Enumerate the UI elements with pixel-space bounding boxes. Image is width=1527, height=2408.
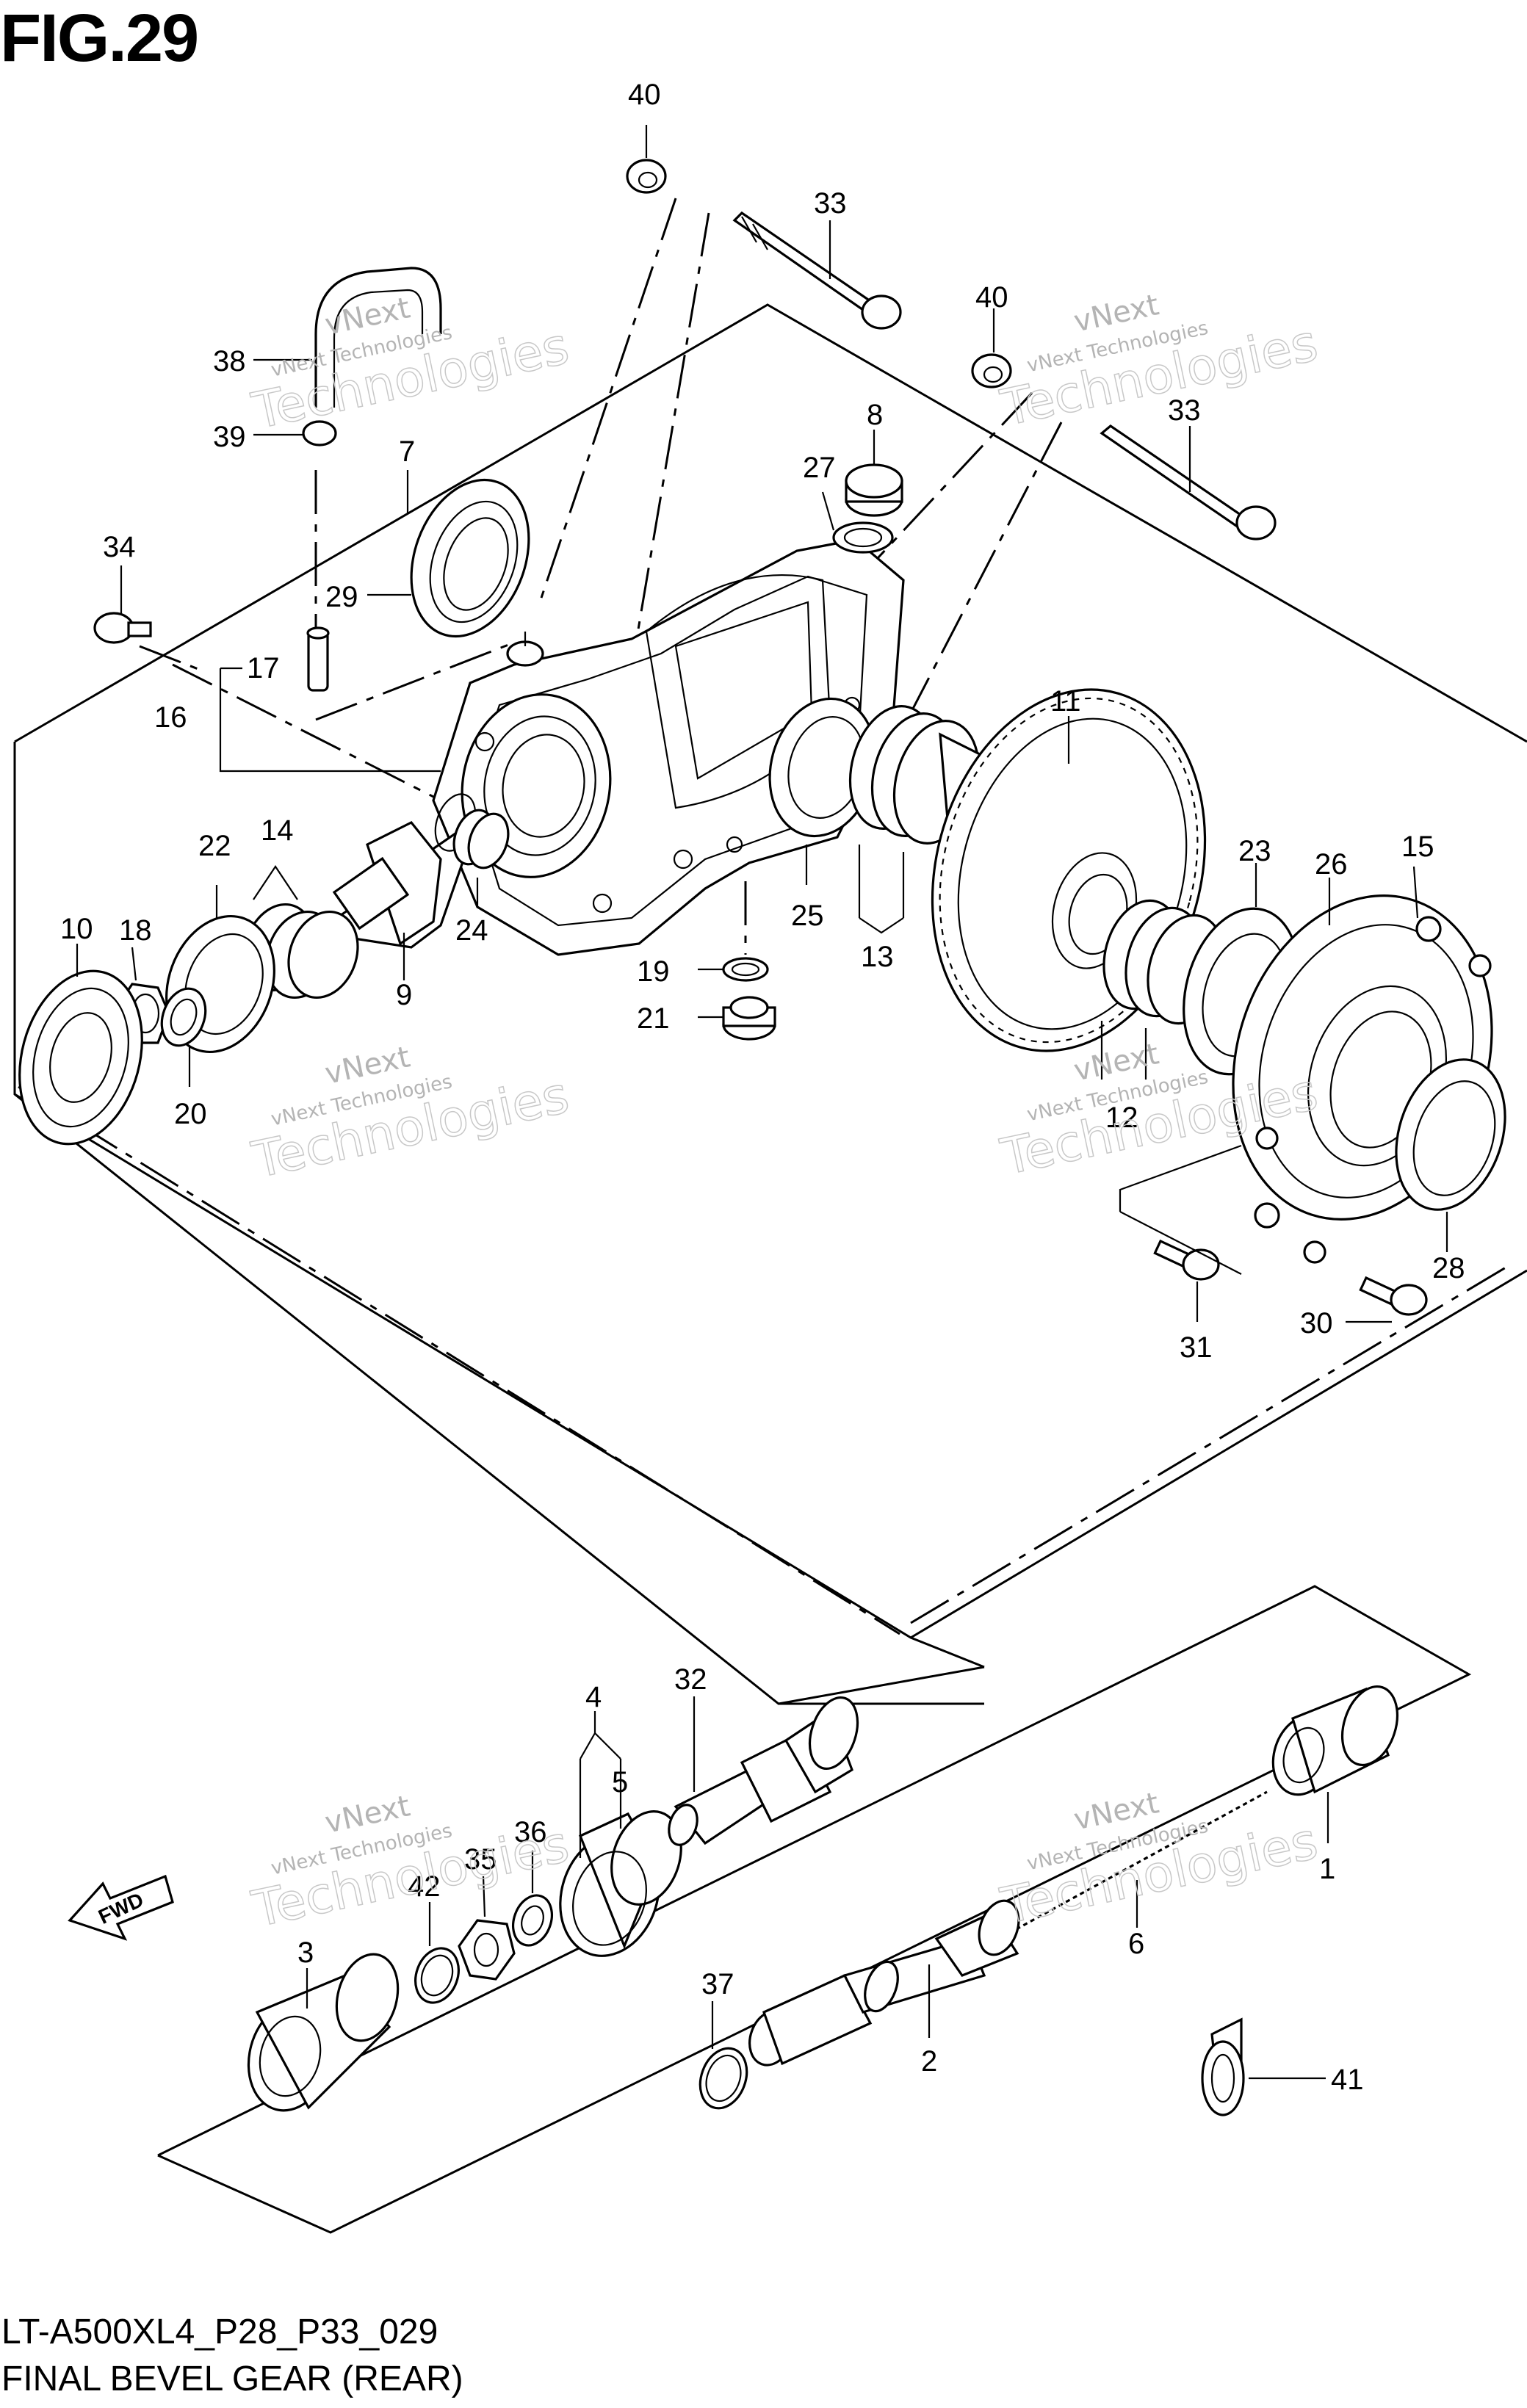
part-28-oil-seal (1395, 1058, 1506, 1252)
part-14-shims (243, 865, 359, 999)
part-2-shaft (748, 1899, 1020, 2067)
part-10-coupling (18, 944, 143, 1146)
part-27-gasket (821, 491, 894, 554)
part-24-bearing (467, 812, 510, 907)
gear-case-housing (432, 538, 905, 956)
callout-38: 38 (213, 345, 246, 377)
callout-39: 39 (213, 421, 246, 453)
callout-36: 36 (514, 1816, 547, 1848)
part-38-breather-hose (253, 267, 442, 408)
part-29-oil-seal (367, 470, 530, 638)
part-39-clip (253, 420, 337, 446)
callout-41: 41 (1331, 2064, 1364, 2096)
callout-10: 10 (60, 913, 93, 945)
callout-20: 20 (174, 1098, 207, 1130)
part-9-drive-pinion (312, 793, 495, 980)
figure-title: FIG.29 (0, 1, 199, 76)
callout-4: 4 (585, 1681, 602, 1713)
callout-34: 34 (103, 531, 136, 563)
callout-37: 37 (701, 1968, 734, 2000)
figure-code: LT-A500XL4_P28_P33_029 (1, 2313, 438, 2351)
callout-33a: 33 (814, 187, 847, 220)
callout-29: 29 (325, 581, 358, 613)
callout-35: 35 (464, 1843, 497, 1876)
callout-19: 19 (637, 955, 670, 988)
callout-3: 3 (297, 1937, 314, 1969)
part-8-filler-plug (845, 430, 903, 517)
part-40-nut-upper (626, 125, 667, 194)
part-32-spline-shaft (668, 1696, 859, 1846)
callout-28: 28 (1432, 1252, 1465, 1284)
part-37-o-ring (698, 2001, 748, 2110)
callout-32: 32 (674, 1663, 707, 1696)
part-1-sleeve (1271, 1685, 1398, 1843)
part-19-gasket (698, 957, 769, 982)
part-3-joint (247, 1953, 400, 2112)
callout-5: 5 (612, 1766, 628, 1798)
callout-22: 22 (198, 830, 231, 862)
watermark-6: vNext vNext Technologies Technologies (995, 1786, 1323, 1937)
callout-25: 25 (791, 900, 824, 932)
part-6-spring (997, 1789, 1268, 1942)
part-34-bolt (93, 565, 152, 644)
callout-23: 23 (1238, 835, 1271, 867)
callout-42: 42 (408, 1870, 441, 1903)
part-33-bolt-right (1100, 424, 1277, 540)
callout-7: 7 (399, 435, 415, 468)
callout-17: 17 (247, 652, 280, 684)
part-31-bolt (1153, 1239, 1220, 1322)
part-20-washer (160, 987, 207, 1087)
part-41-clip (1201, 2017, 1326, 2116)
callout-40b: 40 (975, 281, 1008, 314)
part-30-bolt (1346, 1276, 1428, 1323)
callout-12: 12 (1105, 1102, 1138, 1134)
watermarks: vNext vNext Technologies Technologies vN… (247, 288, 1324, 1939)
callout-33b: 33 (1168, 394, 1201, 427)
upper-assembly-frame (13, 303, 1527, 1705)
callout-8: 8 (867, 399, 883, 431)
callout-31: 31 (1180, 1331, 1213, 1364)
callout-14: 14 (261, 814, 294, 847)
part-5-coupler (559, 1711, 682, 1957)
callout-9: 9 (396, 979, 412, 1011)
part-35-nut (458, 1876, 516, 1981)
figure-name: FINAL BEVEL GEAR (REAR) (1, 2360, 463, 2398)
callout-24: 24 (455, 914, 488, 947)
callout-21: 21 (637, 1002, 670, 1035)
callout-labels: 1 2 3 4 5 6 7 8 9 10 11 12 13 14 15 16 1… (60, 79, 1465, 2096)
callout-6: 6 (1128, 1928, 1144, 1960)
part-36-washer (512, 1851, 553, 1947)
part-21-drain-plug (698, 996, 776, 1041)
watermark-2: vNext vNext Technologies Technologies (995, 288, 1323, 438)
fwd-badge (68, 1874, 174, 1941)
watermark-3: vNext vNext Technologies Technologies (247, 1040, 574, 1190)
lower-assembly-frame (157, 1585, 1472, 2234)
callout-13: 13 (861, 941, 894, 973)
callout-11: 11 (1050, 685, 1081, 717)
part-40-nut-right (971, 308, 1012, 388)
callout-15: 15 (1401, 831, 1434, 863)
callout-2: 2 (921, 2045, 937, 2078)
callout-18: 18 (119, 914, 152, 947)
fwd-arrow-icon (68, 1874, 174, 1941)
part-17-dowel-pin (219, 626, 441, 773)
callout-1: 1 (1319, 1853, 1335, 1885)
part-33-bolt-upper (732, 211, 902, 330)
callout-27: 27 (803, 452, 836, 484)
callout-30: 30 (1300, 1307, 1333, 1339)
callout-40a: 40 (628, 79, 661, 111)
callout-26: 26 (1315, 848, 1348, 881)
callout-16: 16 (154, 701, 187, 734)
part-42-o-ring (414, 1902, 460, 2004)
